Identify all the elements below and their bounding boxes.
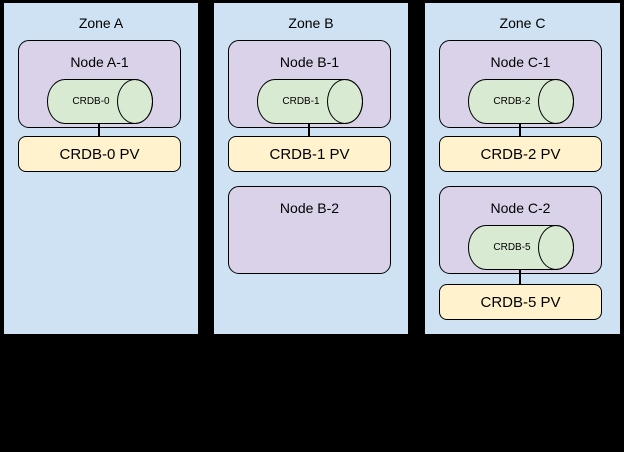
zone-c: Zone C Node C-1 CRDB-2 CRDB-2 PV Node C-… <box>424 2 621 335</box>
node-title: Node B-1 <box>279 54 340 70</box>
zone-a: Zone A Node A-1 CRDB-0 CRDB-0 PV <box>3 2 199 335</box>
connector-line <box>519 123 521 137</box>
cylinder-label: CRDB-2 <box>493 96 531 107</box>
zone-title: Zone A <box>78 15 124 31</box>
connector-line <box>98 123 100 137</box>
database-cylinder: CRDB-0 <box>47 79 153 124</box>
node-b-2: Node B-2 <box>228 186 391 274</box>
node-title: Node A-1 <box>70 54 129 70</box>
pv-box: CRDB-0 PV <box>18 136 181 172</box>
database-cylinder: CRDB-2 <box>468 79 574 124</box>
connector-line <box>308 123 310 137</box>
node-title: Node B-2 <box>279 200 340 216</box>
node-a-1: Node A-1 CRDB-0 <box>18 40 181 128</box>
pv-box: CRDB-2 PV <box>439 136 602 172</box>
cylinder-label: CRDB-0 <box>72 96 110 107</box>
node-title: Node C-1 <box>490 54 551 70</box>
node-c-1: Node C-1 CRDB-2 <box>439 40 602 128</box>
cylinder-label: CRDB-5 <box>493 242 531 253</box>
pv-box: CRDB-1 PV <box>228 136 391 172</box>
zone-title: Zone C <box>499 15 546 31</box>
database-cylinder: CRDB-1 <box>257 79 363 124</box>
database-cylinder: CRDB-5 <box>468 225 574 270</box>
connector-line <box>519 269 521 285</box>
node-c-2: Node C-2 CRDB-5 <box>439 186 602 274</box>
node-title: Node C-2 <box>490 200 551 216</box>
cylinder-cap <box>117 79 153 124</box>
zone-b: Zone B Node B-1 CRDB-1 CRDB-1 PV Node B-… <box>213 2 409 335</box>
cylinder-cap <box>327 79 363 124</box>
pv-box: CRDB-5 PV <box>439 284 602 320</box>
cylinder-cap <box>538 79 574 124</box>
cylinder-cap <box>538 225 574 270</box>
node-b-1: Node B-1 CRDB-1 <box>228 40 391 128</box>
cylinder-label: CRDB-1 <box>282 96 320 107</box>
zone-title: Zone B <box>288 15 334 31</box>
